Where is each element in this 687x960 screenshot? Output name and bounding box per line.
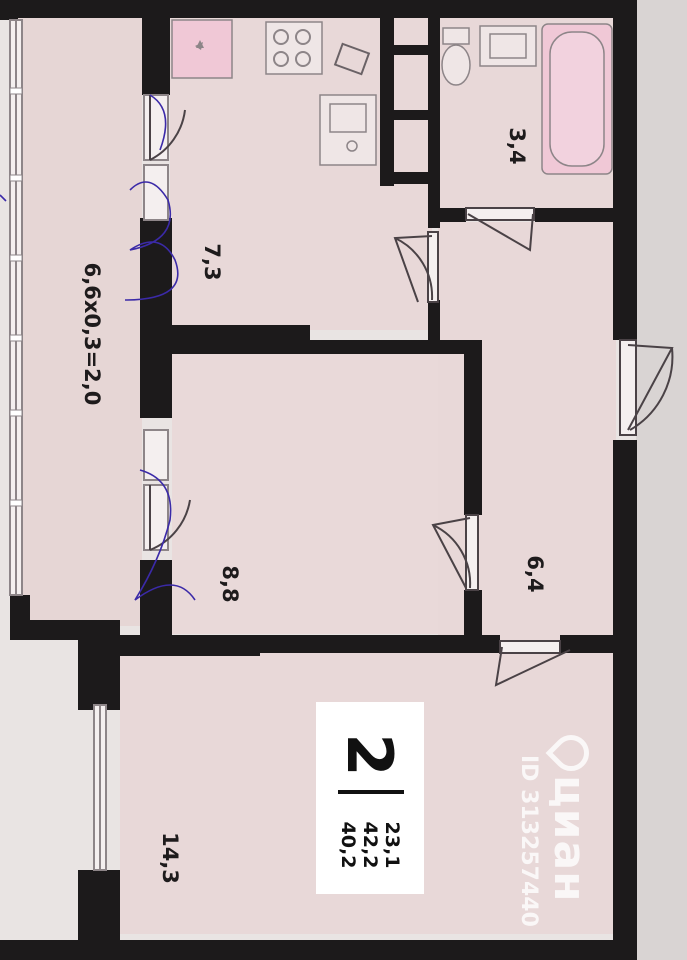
living-window — [93, 704, 107, 871]
bedroom-floor — [172, 352, 468, 634]
walls — [0, 0, 637, 960]
area-without-balcony-value: 40,2 — [337, 821, 359, 869]
watermark-listing-id: ID 313257440 — [516, 755, 541, 927]
apartment-summary — [316, 702, 424, 894]
watermark-brand: циан — [544, 775, 595, 903]
interior-doors — [393, 207, 674, 687]
kitchen-area-label: 7,3 — [200, 243, 224, 281]
location-pin-icon — [545, 727, 597, 779]
rooms-count: 2 — [333, 733, 407, 777]
bedroom-area-label: 8,8 — [218, 565, 242, 603]
summary-areas: 23,1 42,2 40,2 — [325, 795, 415, 895]
balcony-window — [9, 19, 23, 596]
pen-marks — [0, 94, 196, 601]
summary-divider — [338, 790, 404, 794]
balcony-floor — [18, 18, 142, 626]
bathroom-area-label: 3,4 — [505, 127, 529, 165]
fan-icon — [195, 40, 204, 50]
balcony-area-label: 6,6x0,3=2,0 — [80, 262, 104, 406]
total-area-value: 42,2 — [359, 821, 381, 869]
living-area-label: 14,3 — [158, 832, 182, 884]
kitchen-fixtures — [171, 19, 377, 166]
hallway-area-label: 6,4 — [523, 555, 547, 593]
bathroom-fixtures — [441, 23, 613, 175]
cian-watermark: циан ID 313257440 — [493, 715, 623, 955]
living-area-value: 23,1 — [381, 821, 403, 869]
